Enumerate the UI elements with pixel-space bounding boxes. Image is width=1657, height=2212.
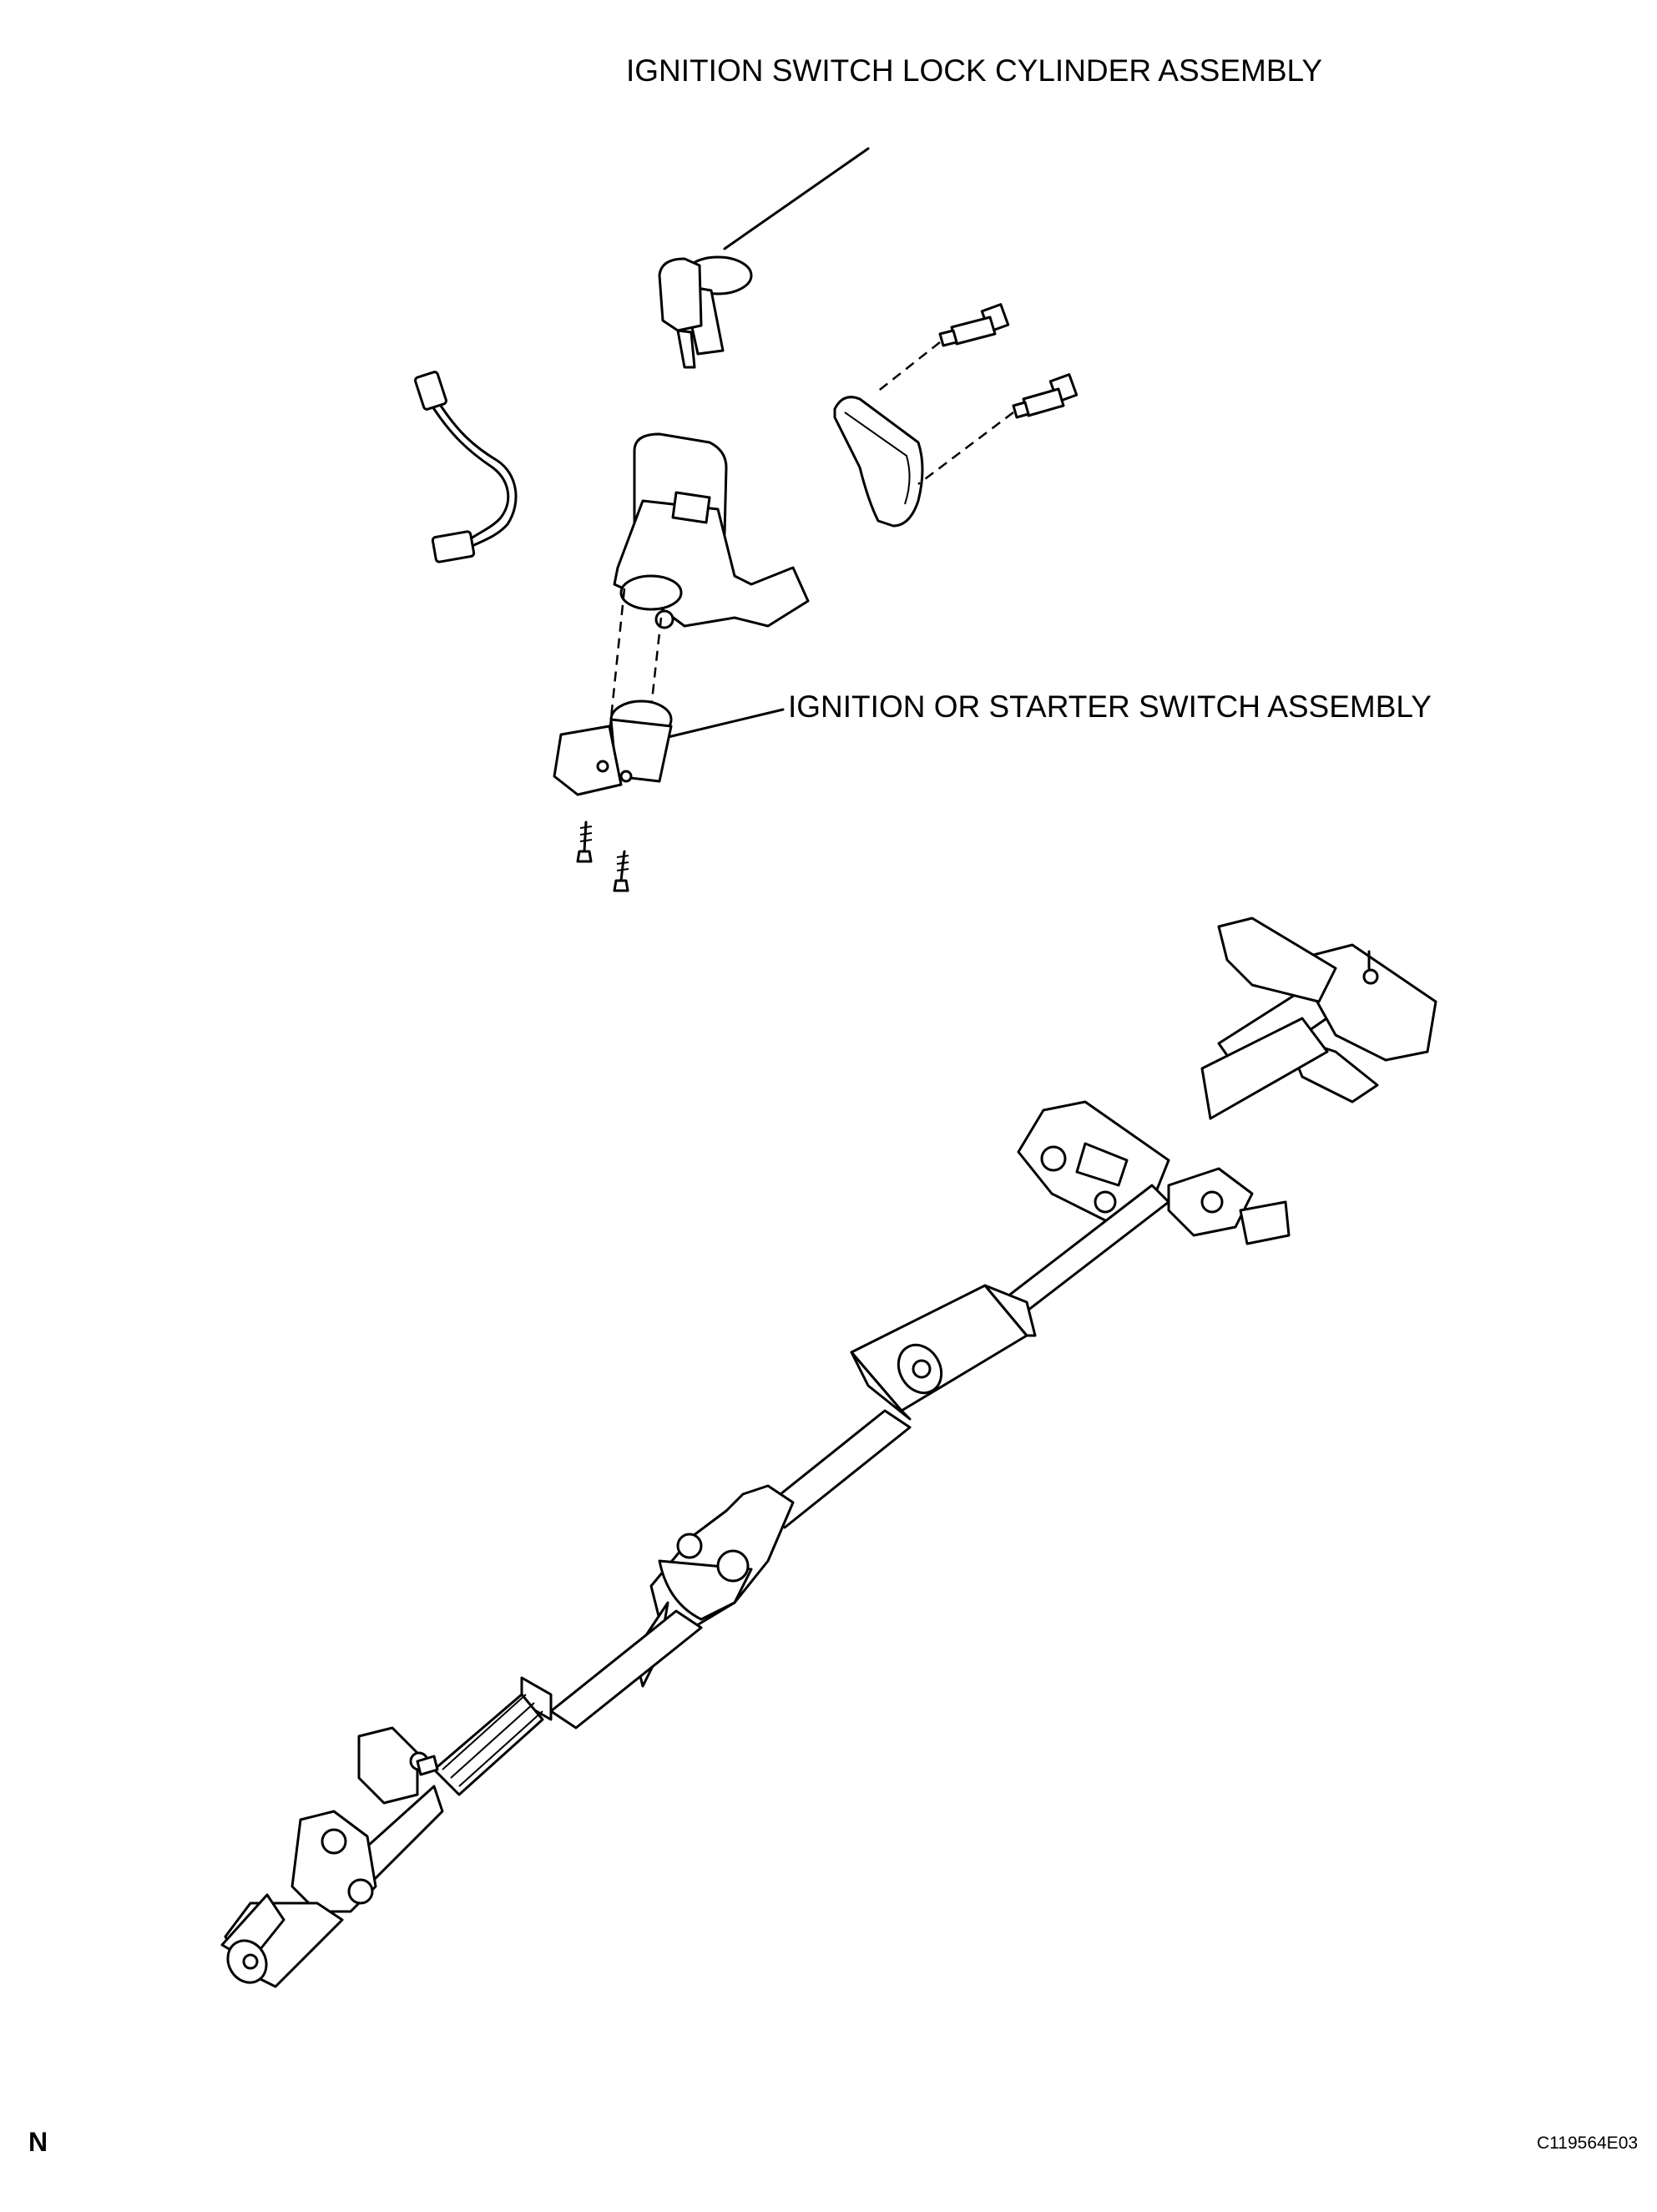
bolt-guide [917,412,1014,485]
screw-icon [613,850,629,892]
wire-harness-icon [414,371,518,563]
housing-clamp [833,396,924,528]
ignition-switch-leader [659,708,785,740]
bolt-icon [938,303,1010,347]
steering-column [220,917,1437,1988]
ignition-switch-label: IGNITION OR STARTER SWITCH ASSEMBLY [788,689,1432,724]
screw-icon [576,821,593,863]
figure-code: C119564E03 [1537,2134,1639,2153]
lock-cylinder-leader [723,147,870,250]
switch-guide [608,588,626,735]
bolt-guide [876,341,941,393]
lock-cylinder [658,255,753,369]
lock-housing [613,432,810,629]
lock-cylinder-label: IGNITION SWITCH LOCK CYLINDER ASSEMBLY [626,53,1323,88]
ignition-switch [553,699,673,796]
orientation-mark: N [28,2127,48,2157]
bolt-icon [1012,373,1079,419]
